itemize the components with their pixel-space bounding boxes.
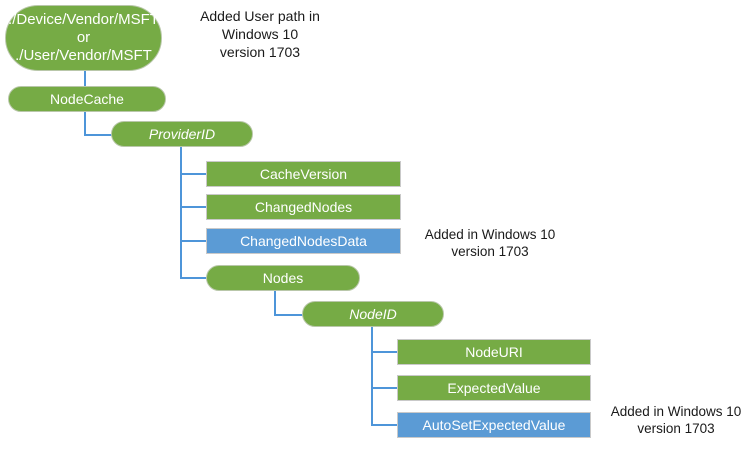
annotation-changednodesdata-added: Added in Windows 10 version 1703: [424, 227, 556, 260]
connector-nodes-to-nodeid: [274, 314, 306, 316]
connector-nodes-trunk: [274, 290, 276, 316]
annotation-added-user-path: Added User path in Windows 10 version 17…: [200, 8, 320, 60]
node-expectedvalue[interactable]: ExpectedValue: [397, 375, 591, 401]
connector-nodeid-trunk: [371, 327, 373, 426]
connector-root-to-nodecache: [84, 70, 86, 88]
node-nodes[interactable]: Nodes: [206, 265, 360, 291]
node-nodecache[interactable]: NodeCache: [8, 86, 166, 112]
node-autosetexpectedvalue[interactable]: AutoSetExpectedValue: [397, 412, 591, 438]
connector-nodeid-to-autosetexpectedvalue: [371, 424, 399, 426]
annotation-autoset-added: Added in Windows 10 version 1703: [610, 404, 742, 437]
node-cacheversion[interactable]: CacheVersion: [206, 161, 401, 187]
connector-providerid-to-cacheversion: [180, 173, 208, 175]
connector-providerid-to-changednodesdata: [180, 240, 208, 242]
node-changednodesdata[interactable]: ChangedNodesData: [206, 228, 401, 254]
connector-nodecache-trunk: [84, 110, 86, 136]
connector-providerid-to-changednodes: [180, 206, 208, 208]
node-providerid[interactable]: ProviderID: [111, 121, 253, 147]
connector-nodeid-to-expectedvalue: [371, 387, 399, 389]
connector-providerid-trunk: [180, 147, 182, 279]
node-nodeuri[interactable]: NodeURI: [397, 339, 591, 365]
connector-providerid-to-nodes: [180, 277, 208, 279]
connector-nodecache-to-providerid: [84, 134, 116, 136]
node-nodeid[interactable]: NodeID: [302, 301, 444, 327]
node-changednodes[interactable]: ChangedNodes: [206, 194, 401, 220]
connector-nodeid-to-nodeuri: [371, 351, 399, 353]
node-root[interactable]: ./Device/Vendor/MSFT or ./User/Vendor/MS…: [5, 5, 162, 71]
